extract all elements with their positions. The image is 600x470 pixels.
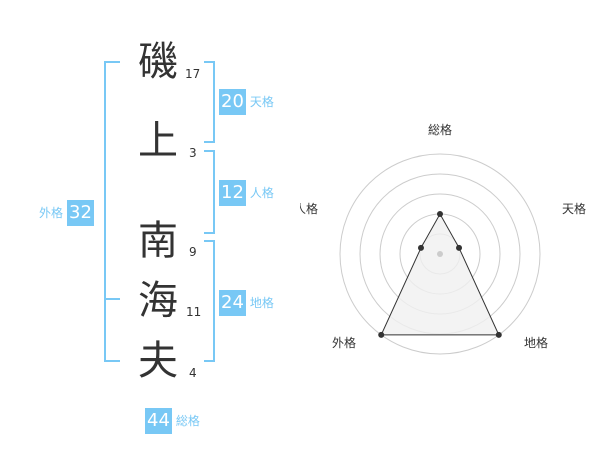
jinkaku-value: 12 <box>219 180 246 206</box>
stroke-count-5: 4 <box>189 366 197 380</box>
soukaku-value: 44 <box>145 408 172 434</box>
radar-point-3 <box>495 331 502 338</box>
soukaku-label: 総格 <box>175 414 200 428</box>
radar-axis-label-4: 外格 <box>332 335 356 350</box>
jinkaku-badge: 12 人格 <box>219 180 274 206</box>
radar-point-2 <box>456 244 463 251</box>
name-char-2: 上 <box>138 118 178 164</box>
chikaku-value: 24 <box>219 290 246 316</box>
stroke-count-2: 3 <box>189 146 197 160</box>
name-char-1: 磯 <box>138 39 178 85</box>
radar-center-dot <box>437 251 443 257</box>
tenkaku-bracket <box>204 61 215 143</box>
radar-axis-label-1: 総格 <box>428 122 452 137</box>
radar-point-4 <box>378 331 385 338</box>
gaikaku-value: 32 <box>67 200 94 226</box>
tenkaku-value: 20 <box>219 89 246 115</box>
stroke-count-3: 9 <box>189 245 197 259</box>
radar-axis-label-2: 天格 <box>562 201 586 216</box>
tenkaku-label: 天格 <box>249 95 274 109</box>
name-char-4: 海 <box>138 278 178 324</box>
soukaku-badge: 44 総格 <box>145 408 200 434</box>
radar-area <box>380 212 500 336</box>
radar-axis-label-3: 地格 <box>524 335 548 350</box>
radar-point-1 <box>437 211 443 217</box>
chikaku-badge: 24 地格 <box>219 290 274 316</box>
tenkaku-badge: 20 天格 <box>219 89 274 115</box>
gaikaku-bracket-tick <box>104 298 120 300</box>
gaikaku-badge: 外格 32 <box>39 200 94 226</box>
radar-point-5 <box>417 244 424 251</box>
chikaku-bracket <box>204 240 215 362</box>
name-char-3: 南 <box>138 218 178 264</box>
gaikaku-bracket <box>104 61 120 362</box>
jinkaku-label: 人格 <box>249 186 274 200</box>
stroke-count-1: 17 <box>185 67 201 81</box>
jinkaku-bracket <box>204 150 215 234</box>
gaikaku-label: 外格 <box>39 206 64 220</box>
stroke-count-4: 11 <box>186 305 202 319</box>
radar-axis-label-5: 人格 <box>300 201 318 216</box>
chikaku-label: 地格 <box>249 296 274 310</box>
name-char-5: 夫 <box>138 338 178 384</box>
radar-ring-5 <box>339 153 541 355</box>
